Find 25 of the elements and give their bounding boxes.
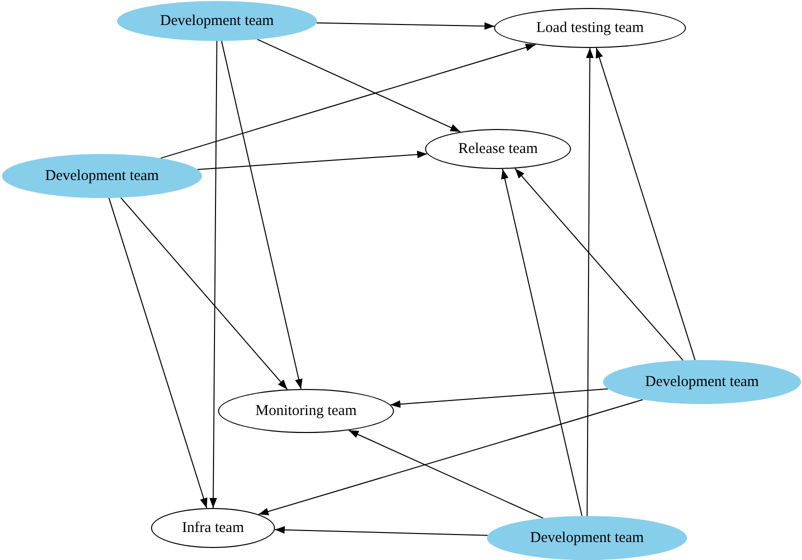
arrow: [316, 22, 495, 30]
node-label: Development team: [530, 530, 644, 546]
node-label: Release team: [458, 140, 538, 158]
node-label: Monitoring team: [255, 402, 357, 420]
node-label: Development team: [160, 12, 274, 30]
node-label: Infra team: [182, 520, 244, 536]
arrow: [258, 399, 644, 516]
arrow: [221, 40, 302, 390]
arrow: [390, 388, 608, 408]
arrow: [108, 197, 208, 509]
arrow: [197, 150, 428, 170]
arrow: [120, 197, 288, 390]
arrow: [256, 38, 461, 132]
node-label: Load testing team: [536, 20, 644, 36]
node-label: Development team: [45, 168, 159, 184]
arrow: [160, 44, 536, 159]
arrow: [596, 47, 696, 361]
arrow: [348, 430, 544, 519]
arrow: [501, 168, 582, 517]
arrow: [514, 168, 684, 361]
arrow: [586, 48, 594, 516]
ellipse-node: [218, 389, 394, 433]
arrow: [209, 40, 218, 508]
arrow: [274, 526, 488, 536]
node-label: Development team: [645, 374, 759, 390]
